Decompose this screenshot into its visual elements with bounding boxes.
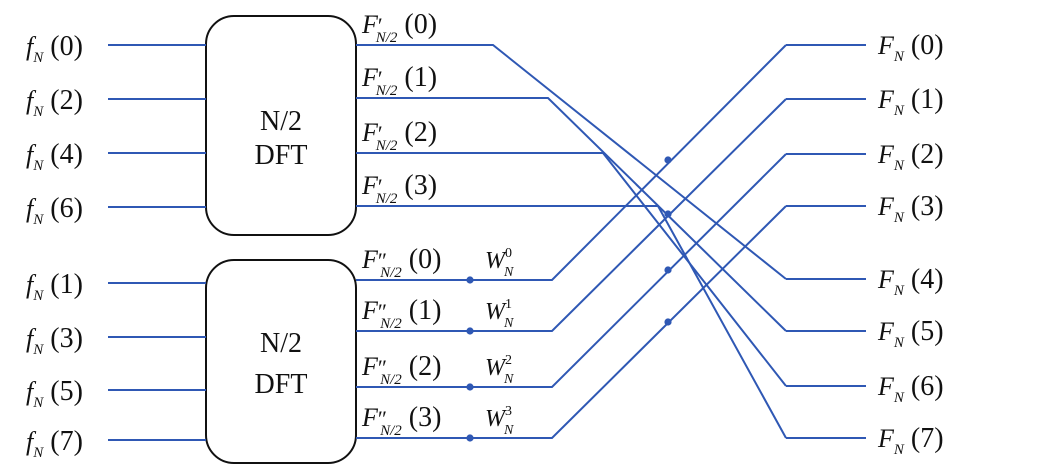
output-label-2: FN (2) — [877, 139, 944, 174]
butterfly-top-1-to-out-5 — [356, 97, 787, 332]
dft-block-bottom-label-line2: DFT — [255, 369, 308, 400]
intermediate-bottom-label-0: F″N/2 (0) — [361, 244, 441, 281]
intermediate-bottom-label-1: F″N/2 (1) — [361, 295, 441, 332]
junction-dot-3 — [664, 318, 672, 326]
output-label-3: FN (3) — [877, 191, 944, 226]
intermediate-bottom-label-3: F″N/2 (3) — [361, 402, 441, 439]
intermediate-top-label-0: F′N/2 (0) — [361, 9, 437, 46]
input-label-2: fN (2) — [26, 85, 83, 120]
twiddle-dot-3 — [466, 434, 474, 442]
junction-dot-1 — [664, 210, 672, 218]
dft-block-bottom-label-line1: N/2 — [260, 328, 302, 359]
butterfly-bottom-2-to-out-2 — [356, 153, 787, 388]
junction-dot-0 — [664, 156, 672, 164]
butterfly-top-0-to-out-4 — [356, 44, 787, 280]
input-label-6: fN (6) — [26, 193, 83, 228]
output-label-1: FN (1) — [877, 84, 944, 119]
input-label-7: fN (7) — [26, 426, 83, 461]
intermediate-top-label-1: F′N/2 (1) — [361, 62, 437, 99]
output-label-4: FN (4) — [877, 264, 944, 299]
butterfly-top-3-to-out-7 — [356, 205, 787, 439]
output-label-6: FN (6) — [877, 371, 944, 406]
intermediate-top-label-2: F′N/2 (2) — [361, 117, 437, 154]
dft-block-bottom — [205, 259, 357, 464]
dft-block-top-label-line1: N/2 — [260, 106, 302, 137]
output-label-5: FN (5) — [877, 316, 944, 351]
input-label-5: fN (5) — [26, 376, 83, 411]
intermediate-top-label-3: F′N/2 (3) — [361, 170, 437, 207]
twiddle-dot-1 — [466, 327, 474, 335]
butterfly-bottom-3-to-out-3 — [356, 205, 787, 439]
twiddle-dot-2 — [466, 383, 474, 391]
junction-dot-2 — [664, 266, 672, 274]
twiddle-dot-0 — [466, 276, 474, 284]
dft-block-top — [205, 15, 357, 236]
butterfly-bottom-1-to-out-1 — [356, 98, 787, 332]
output-label-7: FN (7) — [877, 423, 944, 458]
butterfly-top-2-to-out-6 — [356, 152, 787, 387]
input-label-0: fN (0) — [26, 31, 83, 66]
input-label-3: fN (3) — [26, 323, 83, 358]
butterfly-bottom-0-to-out-0 — [356, 44, 787, 281]
intermediate-bottom-label-2: F″N/2 (2) — [361, 351, 441, 388]
input-label-4: fN (4) — [26, 139, 83, 174]
input-label-1: fN (1) — [26, 269, 83, 304]
dft-block-top-label-line2: DFT — [255, 140, 308, 171]
output-label-0: FN (0) — [877, 30, 944, 65]
